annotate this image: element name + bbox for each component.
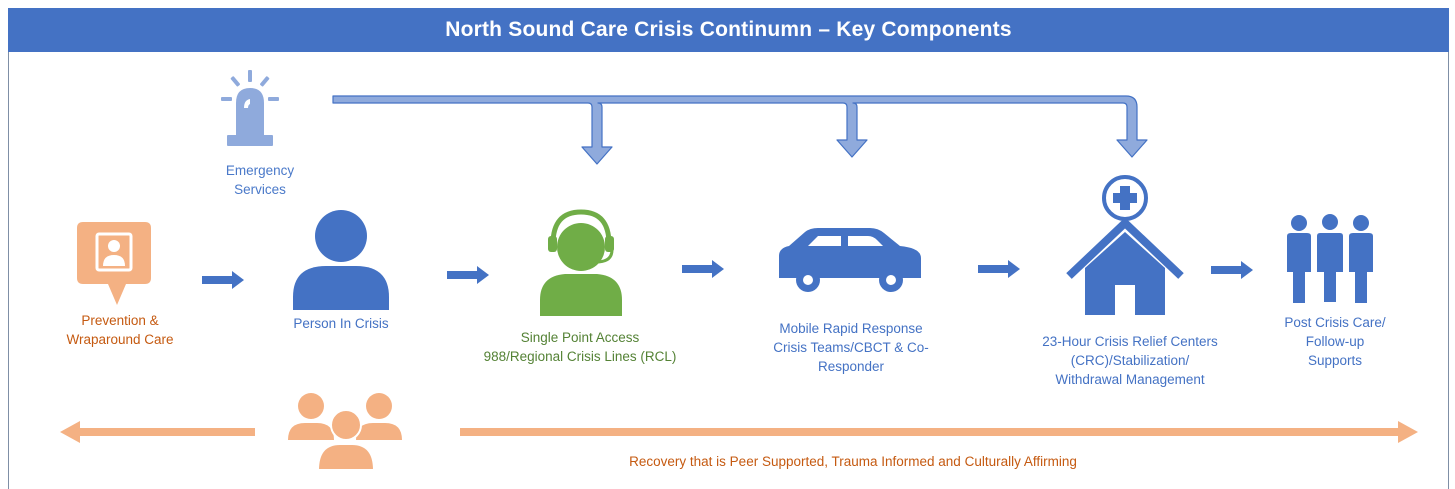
person-label-line-1: Person In Crisis <box>293 316 389 331</box>
single-point-access-label: Single Point Access 988/Regional Crisis … <box>484 328 677 366</box>
diagram-frame <box>8 8 1449 489</box>
diagram-title: North Sound Care Crisis Continumn – Key … <box>8 8 1449 52</box>
emergency-distribution-arrow <box>332 95 1148 165</box>
flow-arrows <box>202 260 1253 289</box>
emergency-label-line-1: Emergency <box>225 163 295 178</box>
mobile-label-line-1: Mobile Rapid Response <box>779 321 923 336</box>
recovery-arrows <box>60 421 1418 443</box>
car-icon <box>779 228 921 292</box>
post-crisis-label: Post Crisis Care/ Follow-up Supports <box>1284 313 1385 370</box>
person-icon <box>293 210 389 310</box>
medical-house-icon <box>1066 175 1184 315</box>
group-people-icon <box>1287 212 1373 304</box>
mobile-label-line-2: Crisis Teams/CBCT & Co- <box>773 340 929 355</box>
flow-arrow-2 <box>447 266 489 284</box>
contact-card-icon <box>77 222 151 305</box>
mobile-label-line-3: Responder <box>817 359 885 374</box>
emergency-label-line-2: Services <box>234 182 286 197</box>
prevention-label: Prevention & Wraparound Care <box>66 311 173 349</box>
person-in-crisis-label: Person In Crisis <box>293 314 388 333</box>
crisis-relief-centers-label: 23-Hour Crisis Relief Centers (CRC)/Stab… <box>1042 332 1218 389</box>
post-label-line-2: Follow-up <box>1305 334 1365 349</box>
recovery-arrow-left <box>60 421 255 443</box>
headset-operator-icon <box>540 209 622 316</box>
recovery-label: Recovery that is Peer Supported, Trauma … <box>629 454 1077 469</box>
access-label-line-2: 988/Regional Crisis Lines (RCL) <box>483 349 677 364</box>
flow-arrow-1 <box>202 271 244 289</box>
emergency-services-label: Emergency Services <box>226 161 294 199</box>
flow-arrow-4 <box>978 260 1020 278</box>
access-label-line-1: Single Point Access <box>520 330 640 345</box>
peer-group-icon <box>288 393 402 471</box>
post-label-line-3: Supports <box>1307 353 1363 368</box>
siren-icon <box>221 70 279 146</box>
flow-arrow-3 <box>682 260 724 278</box>
prevention-label-line-1: Prevention & <box>81 313 159 328</box>
crc-label-line-1: 23-Hour Crisis Relief Centers <box>1042 334 1218 349</box>
crc-label-line-2: (CRC)/Stabilization/ <box>1070 353 1190 368</box>
flow-arrow-5 <box>1211 261 1253 279</box>
post-label-line-1: Post Crisis Care/ <box>1284 315 1386 330</box>
crc-label-line-3: Withdrawal Management <box>1055 372 1205 387</box>
recovery-arrow-right <box>460 421 1418 443</box>
prevention-label-line-2: Wraparound Care <box>66 332 174 347</box>
mobile-response-label: Mobile Rapid Response Crisis Teams/CBCT … <box>773 319 929 376</box>
